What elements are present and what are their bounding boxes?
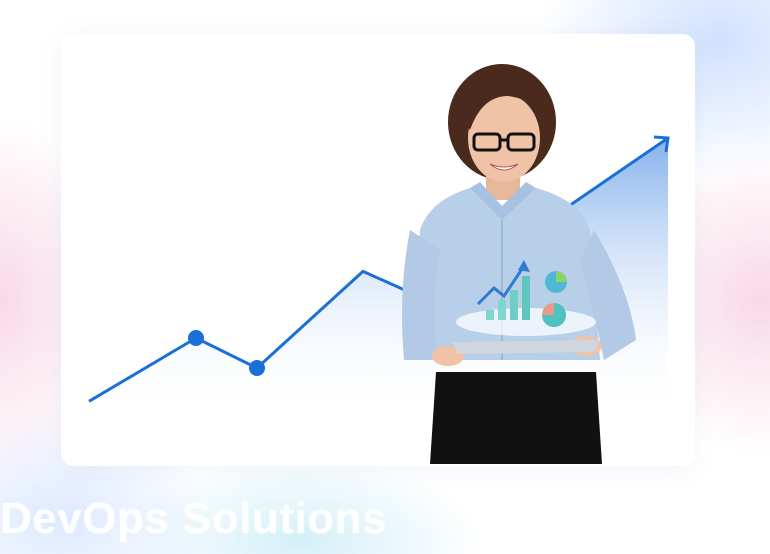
- face: [468, 94, 540, 182]
- tablet: [452, 340, 600, 354]
- chart-arrow-head: [653, 135, 670, 153]
- chart-point-marker: [188, 330, 204, 346]
- trend-arrow-icon: [476, 260, 530, 306]
- chart-point-marker: [249, 360, 265, 376]
- person-illustration: [402, 64, 636, 464]
- footer-title: DevOps Solutions: [0, 494, 387, 543]
- skirt: [430, 372, 602, 464]
- bar-chart-icon: [486, 276, 530, 320]
- glasses: [472, 132, 502, 152]
- pie-chart-icon: [542, 271, 567, 327]
